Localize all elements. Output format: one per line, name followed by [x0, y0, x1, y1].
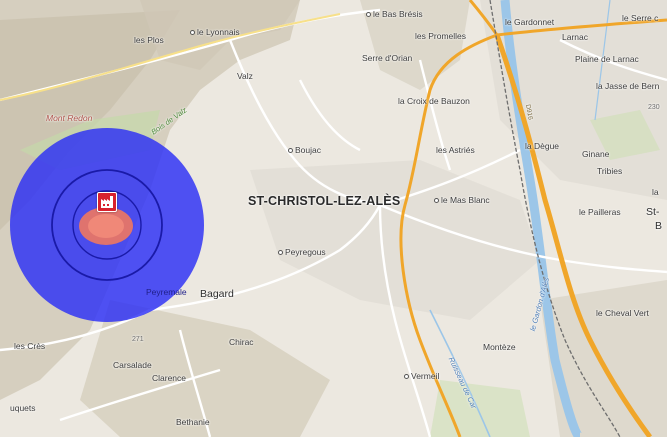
place-label-le-mas-blanc: le Mas Blanc: [434, 196, 490, 205]
place-label-boujac: Boujac: [288, 146, 321, 155]
relief-area: [80, 300, 330, 437]
factory-icon: [101, 196, 113, 208]
place-label-valz: Valz: [237, 71, 253, 81]
place-label-vermeil: Vermeil: [404, 372, 439, 381]
place-label-le-pailleras: le Pailleras: [579, 207, 621, 217]
place-label-les-promelles: les Promelles: [415, 31, 467, 41]
place-label-croix-bauzon: la Croix de Bauzon: [398, 96, 470, 106]
place-label-st-b2: B: [655, 220, 663, 232]
green-area: [590, 110, 660, 160]
place-label-bagard: Bagard: [200, 288, 234, 300]
place-label-le-lyonnais: le Lyonnais: [190, 28, 240, 37]
hazard-zone-core: [88, 214, 124, 238]
place-label-le-cheval-vert: le Cheval Vert: [596, 308, 649, 318]
place-label-le-serre: le Serre c: [622, 13, 659, 23]
place-label-uquets: uquets: [10, 403, 36, 413]
place-label-les-cres: les Crès: [14, 341, 46, 351]
stream: [429, 309, 491, 437]
elevation-label-230: 230: [648, 104, 660, 111]
hazard-site-marker[interactable]: [97, 192, 117, 212]
place-label-plaine-larnac: Plaine de Larnac: [575, 54, 639, 64]
place-label-bethanie: Bethanie: [176, 417, 210, 427]
hazard-zone-ring: [51, 169, 163, 281]
place-label-la-edge: la: [652, 187, 659, 197]
road-label-d916: D916: [524, 103, 534, 121]
relief-area: [540, 280, 667, 437]
place-label-st-b: St-: [646, 206, 660, 218]
place-label-le-gardonnet: le Gardonnet: [505, 17, 555, 27]
place-label-monteze: Montèze: [483, 342, 516, 352]
place-label-chirac: Chirac: [229, 337, 254, 347]
secondary-road: [0, 13, 341, 101]
hazard-zone-middle: [72, 190, 142, 260]
place-label-peyremale: Peyremale: [146, 287, 187, 297]
place-label-larnac: Larnac: [562, 32, 588, 42]
place-label-st-christol: ST-CHRISTOL-LEZ-ALÈS: [248, 194, 401, 208]
elevation-label-271: 271: [132, 336, 144, 343]
place-label-les-astries: les Astriés: [436, 145, 475, 155]
place-label-ginane: Ginane: [582, 149, 610, 159]
place-label-mont-redon: Mont Redon: [46, 113, 93, 123]
place-label-serre-orian: Serre d'Orian: [362, 53, 413, 63]
place-label-clarence: Clarence: [152, 373, 187, 383]
place-label-peyregous: Peyregous: [278, 248, 326, 257]
place-label-les-bas-bresis: le Bas Brésis: [366, 10, 423, 19]
place-label-la-jasse: la Jasse de Bern: [596, 81, 660, 91]
place-label-la-degue: la Dègue: [525, 141, 560, 151]
place-label-tribies: Tribies: [597, 166, 623, 176]
place-label-carsalade: Carsalade: [113, 360, 152, 370]
place-label-les-plos: les Plos: [134, 35, 164, 45]
